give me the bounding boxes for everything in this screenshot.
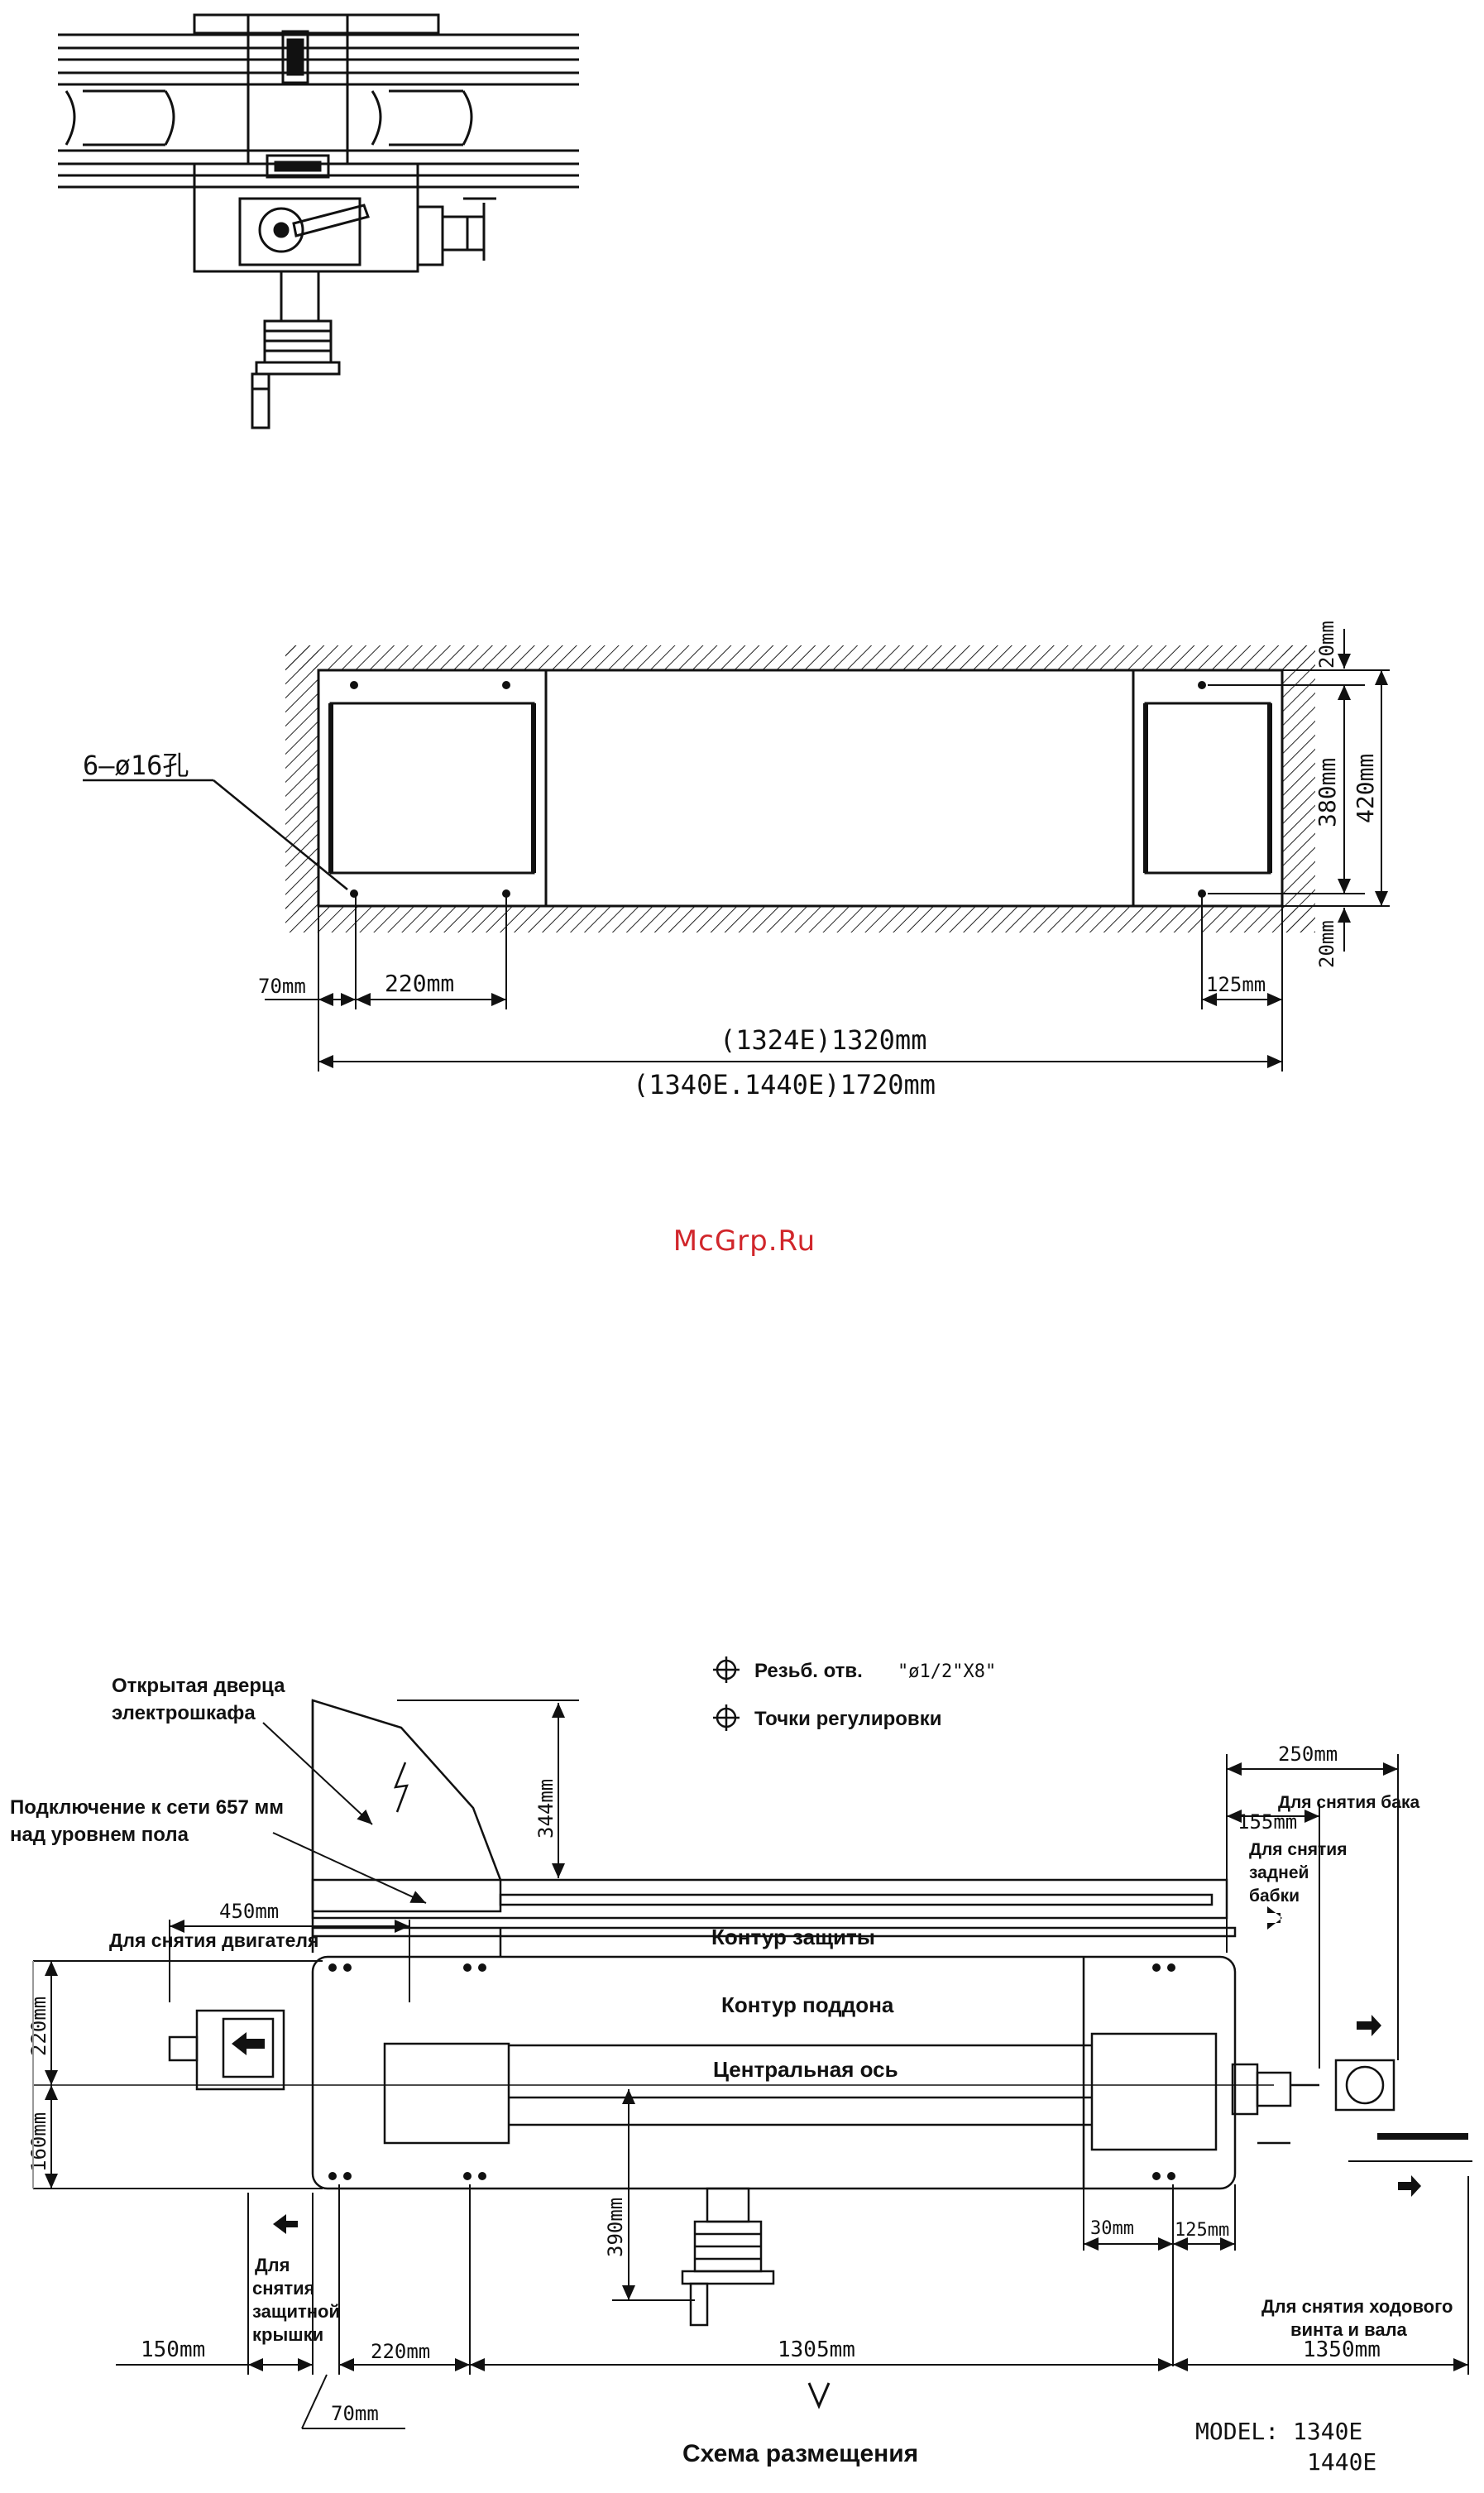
tank-removal-label: Для снятия бака bbox=[1278, 1793, 1419, 1812]
cover-removal-4: крышки bbox=[252, 2324, 323, 2345]
dim-160-vertical: 160mm bbox=[27, 2112, 50, 2172]
dim-380: 380mm bbox=[1314, 758, 1341, 827]
dim-125b: 125mm bbox=[1175, 2220, 1229, 2241]
model-line-1: MODEL: 1340E bbox=[1195, 2418, 1362, 2445]
layout-title: Схема размещения bbox=[682, 2440, 918, 2467]
dim-1350: 1350mm bbox=[1303, 2337, 1381, 2362]
dim-70: 70mm bbox=[258, 975, 306, 998]
dim-150: 150mm bbox=[141, 2337, 205, 2362]
len-1340: (1340E.1440E)1720mm bbox=[633, 1069, 936, 1100]
dim-250: 250mm bbox=[1278, 1743, 1338, 1766]
carriage-drawing bbox=[58, 13, 579, 429]
dim-20-top: 20mm bbox=[1315, 621, 1338, 669]
dim-450: 450mm bbox=[219, 1900, 279, 1923]
screw-removal-1: Для снятия ходового bbox=[1261, 2296, 1453, 2317]
legend-adjust: Точки регулировки bbox=[754, 1708, 941, 1730]
dim-220: 220mm bbox=[385, 970, 454, 997]
legend-thread: Резьб. отв. bbox=[754, 1660, 863, 1682]
dim-125: 125mm bbox=[1206, 973, 1266, 996]
contour-tray-label: Контур поддона bbox=[721, 1992, 894, 2017]
tailstock-label-1: Для снятия bbox=[1249, 1840, 1347, 1859]
cover-removal-3: защитной bbox=[252, 2301, 340, 2322]
dim-220-vertical: 220mm bbox=[27, 1997, 50, 2056]
contour-guard-label: Контур защиты bbox=[711, 1925, 875, 1949]
dim-20-bottom: 20mm bbox=[1315, 920, 1338, 968]
open-door-label-2: электрошкафа bbox=[112, 1702, 256, 1724]
watermark: McGrp.Ru bbox=[673, 1225, 816, 1258]
tailstock-label-2: задней bbox=[1249, 1863, 1309, 1882]
dim-390: 390mm bbox=[604, 2198, 627, 2257]
dim-155: 155mm bbox=[1237, 1810, 1297, 1834]
model-line-2: 1440E bbox=[1307, 2448, 1376, 2476]
legend-thread-spec: "ø1/2"X8" bbox=[898, 1661, 996, 1682]
dim-70b: 70mm bbox=[331, 2402, 379, 2425]
tailstock-label-3: бабки bbox=[1249, 1887, 1300, 1906]
motor-removal-label: Для снятия двигателя bbox=[109, 1930, 318, 1951]
dim-420: 420mm bbox=[1352, 754, 1379, 823]
foundation-plan: 6–ø16孔 70mm 220mm 125mm (132 bbox=[83, 621, 1390, 1100]
cover-removal-1: Для bbox=[255, 2255, 290, 2275]
dim-30: 30mm bbox=[1090, 2218, 1134, 2239]
power-label-1: Подключение к сети 657 мм bbox=[10, 1796, 284, 1819]
dim-220b: 220mm bbox=[371, 2340, 430, 2363]
power-label-2: над уровнем пола bbox=[10, 1824, 189, 1846]
screw-removal-2: винта и вала bbox=[1290, 2319, 1408, 2340]
center-axis-label: Центральная ось bbox=[713, 2057, 898, 2082]
dim-344: 344mm bbox=[534, 1779, 558, 1839]
holes-label: 6–ø16孔 bbox=[83, 750, 189, 781]
layout-plan: Резьб. отв. "ø1/2"X8" Точки регулировки … bbox=[10, 1656, 1472, 2476]
open-door-label-1: Открытая дверца bbox=[112, 1675, 285, 1697]
len-1324: (1324E)1320mm bbox=[720, 1024, 926, 1056]
cover-removal-2: снятия bbox=[252, 2278, 315, 2299]
dim-1305: 1305mm bbox=[778, 2337, 855, 2362]
